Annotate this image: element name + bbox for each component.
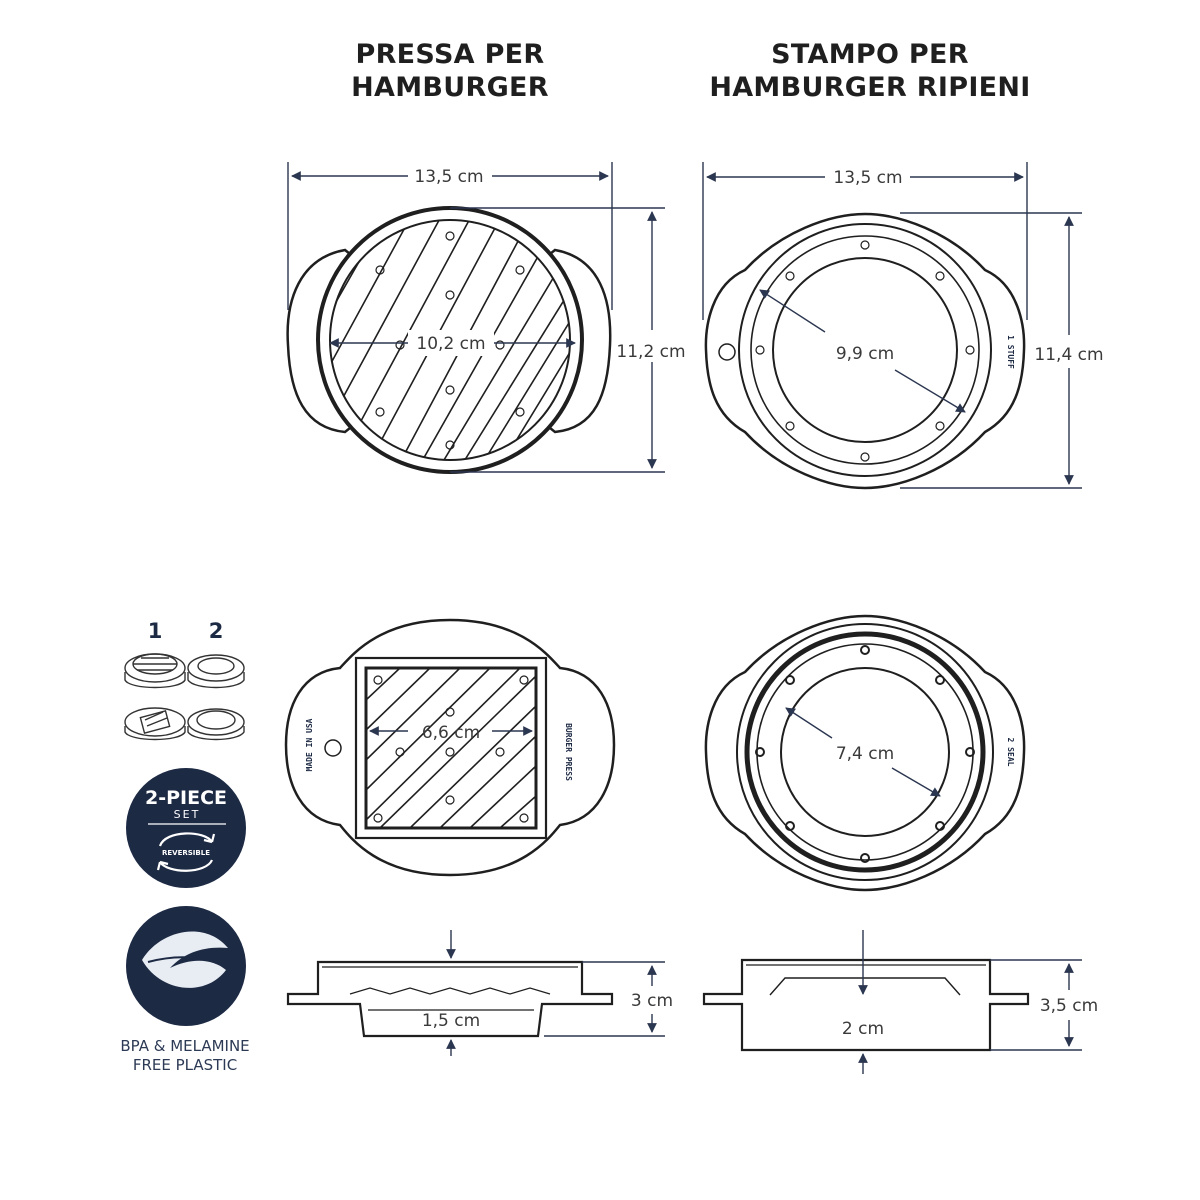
press-top-outline-right [538,248,612,434]
mold-top-height-label: 11,4 cm [1034,345,1103,365]
press-side-dimensions [446,930,665,1056]
logo-icon [718,343,736,361]
mold-top-holes [755,240,975,462]
mold-side-height-label: 3,5 cm [1040,996,1098,1016]
mold-bottom-inner-label: 7,4 cm [836,744,894,764]
press-title: PRESSA PER HAMBURGER [300,38,600,104]
badge-count: 2-PIECE [145,787,227,809]
press-top-holes [375,231,525,450]
mold-title-line-1: STAMPO PER [771,39,969,70]
mold-bottom-view [704,614,1026,892]
piece-1-flipped-icon [124,707,186,741]
press-side-outline [286,960,614,1038]
mold-top-view [704,212,1026,490]
badge-set: SET [174,808,201,821]
two-piece-badge: 2-PIECE SET REVERSIBLE [126,768,246,888]
press-title-line-1: PRESSA PER [355,39,545,70]
mold-side-depth-label: 2 cm [842,1019,884,1039]
press-bottom-view [284,618,616,877]
mold-top-ring-2 [750,235,980,465]
piece-number-1: 1 [148,619,163,643]
press-title-line-2: HAMBURGER [351,72,549,103]
mold-top-width-label: 13,5 cm [833,168,902,188]
eco-badge [126,906,246,1026]
press-bottom-inner-label: 6,6 cm [422,723,480,743]
mold-top-outer-ring [738,223,992,477]
piece-1-press-icon [124,653,186,689]
press-made-print: MADE IN USA [305,718,314,771]
leaf-icon [142,931,228,988]
mold-side-dimensions [858,930,1082,1074]
press-bottom-outline [284,618,616,877]
mold-top-cavity [772,257,958,443]
mold-bottom-outline [704,614,1026,892]
mold-bottom-dimensions [785,707,941,797]
logo-icon-2 [324,739,342,757]
mold-top-inner-label: 9,9 cm [836,344,894,364]
badge-reversible: REVERSIBLE [162,849,210,857]
press-brand-print: BURGER PRESS [564,723,573,781]
press-bottom-plate [364,666,538,830]
bpa-free-label: BPA & MELAMINE FREE PLASTIC [100,1037,270,1075]
mold-side-inner-line [769,977,961,996]
press-side-height-label: 3 cm [631,991,673,1011]
press-top-height-label: 11,2 cm [616,342,685,362]
bpa-line-1: BPA & MELAMINE [120,1037,250,1055]
piece-2-mold-icon [187,654,245,689]
mold-bottom-holes [755,645,975,863]
mold-bottom-cavity [780,667,950,837]
piece-icons [124,653,245,741]
mold-top-outline [704,212,1026,490]
mold-top-step-label: 1 STUFF [1006,335,1015,369]
mold-bottom-outer-ring [736,623,994,881]
mold-bottom-step-label: 2 SEAL [1006,738,1015,767]
press-bottom-ridges [366,668,536,828]
press-top-outline [286,248,362,434]
press-side-view [286,960,614,1038]
press-side-ridges [349,987,551,995]
press-bottom-frame [354,656,548,840]
press-side-depth-label: 1,5 cm [422,1011,480,1031]
piece-number-2: 2 [209,619,224,643]
mold-title: STAMPO PER HAMBURGER RIPIENI [700,38,1040,104]
piece-2-flipped-icon [187,708,245,741]
press-top-dimensions [287,162,665,473]
press-top-inner-label: 10,2 cm [416,334,485,354]
bpa-line-2: FREE PLASTIC [132,1056,238,1074]
mold-top-dimensions [702,162,1082,489]
mold-title-line-2: HAMBURGER RIPIENI [709,72,1031,103]
press-top-width-label: 13,5 cm [414,167,483,187]
press-bottom-holes [373,675,529,823]
reversible-arrows-icon [156,832,216,872]
mold-bottom-seal-ring [744,631,986,873]
